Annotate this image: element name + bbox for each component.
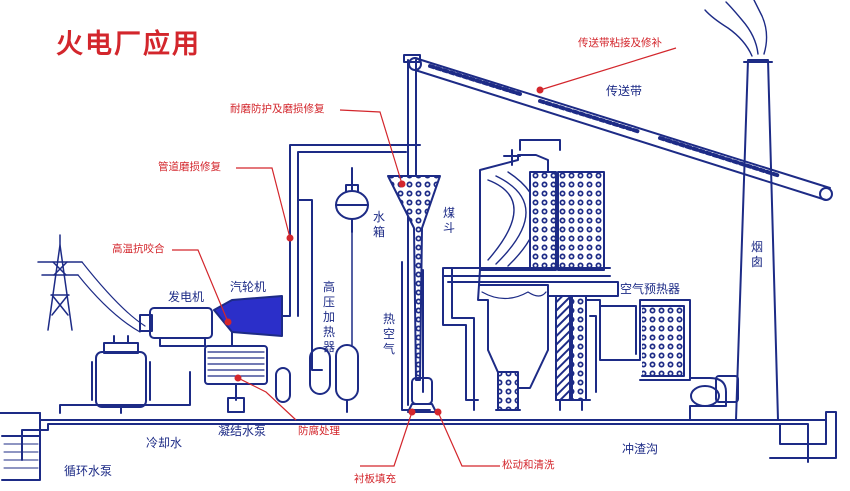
label-water-tank: 水箱 bbox=[372, 210, 385, 239]
callout-wear bbox=[339, 109, 403, 185]
dot-wear bbox=[398, 180, 406, 188]
water-pit bbox=[1, 435, 41, 481]
label-lining: 衬板填充 bbox=[354, 473, 396, 485]
label-condensate-pump: 凝结水泵 bbox=[218, 424, 267, 438]
label-belt: 传送带 bbox=[606, 84, 643, 98]
callout-belt-repair bbox=[539, 47, 677, 91]
label-turbine: 汽轮机 bbox=[230, 280, 267, 294]
condenser bbox=[204, 345, 268, 413]
transmission-tower bbox=[37, 234, 83, 331]
label-generator: 发电机 bbox=[168, 290, 205, 304]
hot-air-pipe bbox=[401, 261, 431, 411]
power-lines bbox=[77, 261, 146, 333]
hot-air-duct bbox=[442, 267, 479, 411]
label-wear-repair: 耐磨防护及磨损修复 bbox=[230, 103, 325, 115]
generator bbox=[139, 307, 213, 347]
cooling-pipe bbox=[39, 371, 191, 441]
water-tank-vessel bbox=[335, 167, 369, 346]
callout-lining bbox=[360, 411, 413, 467]
transformer bbox=[91, 335, 151, 414]
callout-loosen bbox=[437, 411, 500, 467]
dot-pipe bbox=[286, 234, 294, 242]
callout-hightemp bbox=[172, 249, 229, 323]
label-loosen-clean: 松动和清洗 bbox=[502, 459, 555, 471]
callout-pipe bbox=[236, 167, 291, 239]
hp-pipe bbox=[297, 199, 323, 371]
turbine bbox=[213, 295, 283, 337]
callout-anticorrosion bbox=[237, 377, 297, 421]
label-slag-ditch: 冲渣沟 bbox=[622, 442, 659, 456]
main-steam-pipe bbox=[281, 144, 421, 317]
smoke bbox=[704, 0, 768, 57]
label-cooling-water: 冷却水 bbox=[146, 436, 183, 450]
dot-anticorrosion bbox=[234, 374, 242, 382]
label-hp-heater: 高压加热器 bbox=[322, 280, 335, 354]
chimney bbox=[735, 59, 779, 421]
coal-hopper bbox=[387, 175, 441, 381]
hp-heater bbox=[275, 344, 359, 413]
label-high-temp: 高温抗咬合 bbox=[112, 243, 165, 255]
dot-loosen bbox=[434, 408, 442, 416]
dot-lining bbox=[408, 408, 416, 416]
air-preheater bbox=[555, 295, 691, 411]
dot-hightemp bbox=[224, 318, 232, 326]
dot-belt bbox=[536, 86, 544, 94]
label-belt-repair: 传送带粘接及修补 bbox=[578, 37, 662, 49]
label-chimney: 烟囱 bbox=[750, 240, 763, 269]
label-coal-hopper: 煤斗 bbox=[442, 206, 455, 235]
slag-ditch bbox=[769, 411, 837, 459]
label-pipe-repair: 管道磨损修复 bbox=[158, 161, 221, 173]
coal-elevator bbox=[407, 59, 417, 406]
label-circulating-pump: 循环水泵 bbox=[64, 464, 113, 478]
label-air-preheater: 空气预热器 bbox=[620, 282, 681, 296]
ground-line-lower bbox=[21, 423, 809, 463]
label-hot-air: 热空气 bbox=[382, 312, 395, 356]
conveyor-belt bbox=[408, 57, 833, 201]
label-anticorrosion: 防腐处理 bbox=[298, 425, 340, 437]
page-title: 火电厂应用 bbox=[56, 29, 201, 60]
boiler bbox=[443, 139, 619, 411]
flue-duct bbox=[689, 375, 739, 421]
